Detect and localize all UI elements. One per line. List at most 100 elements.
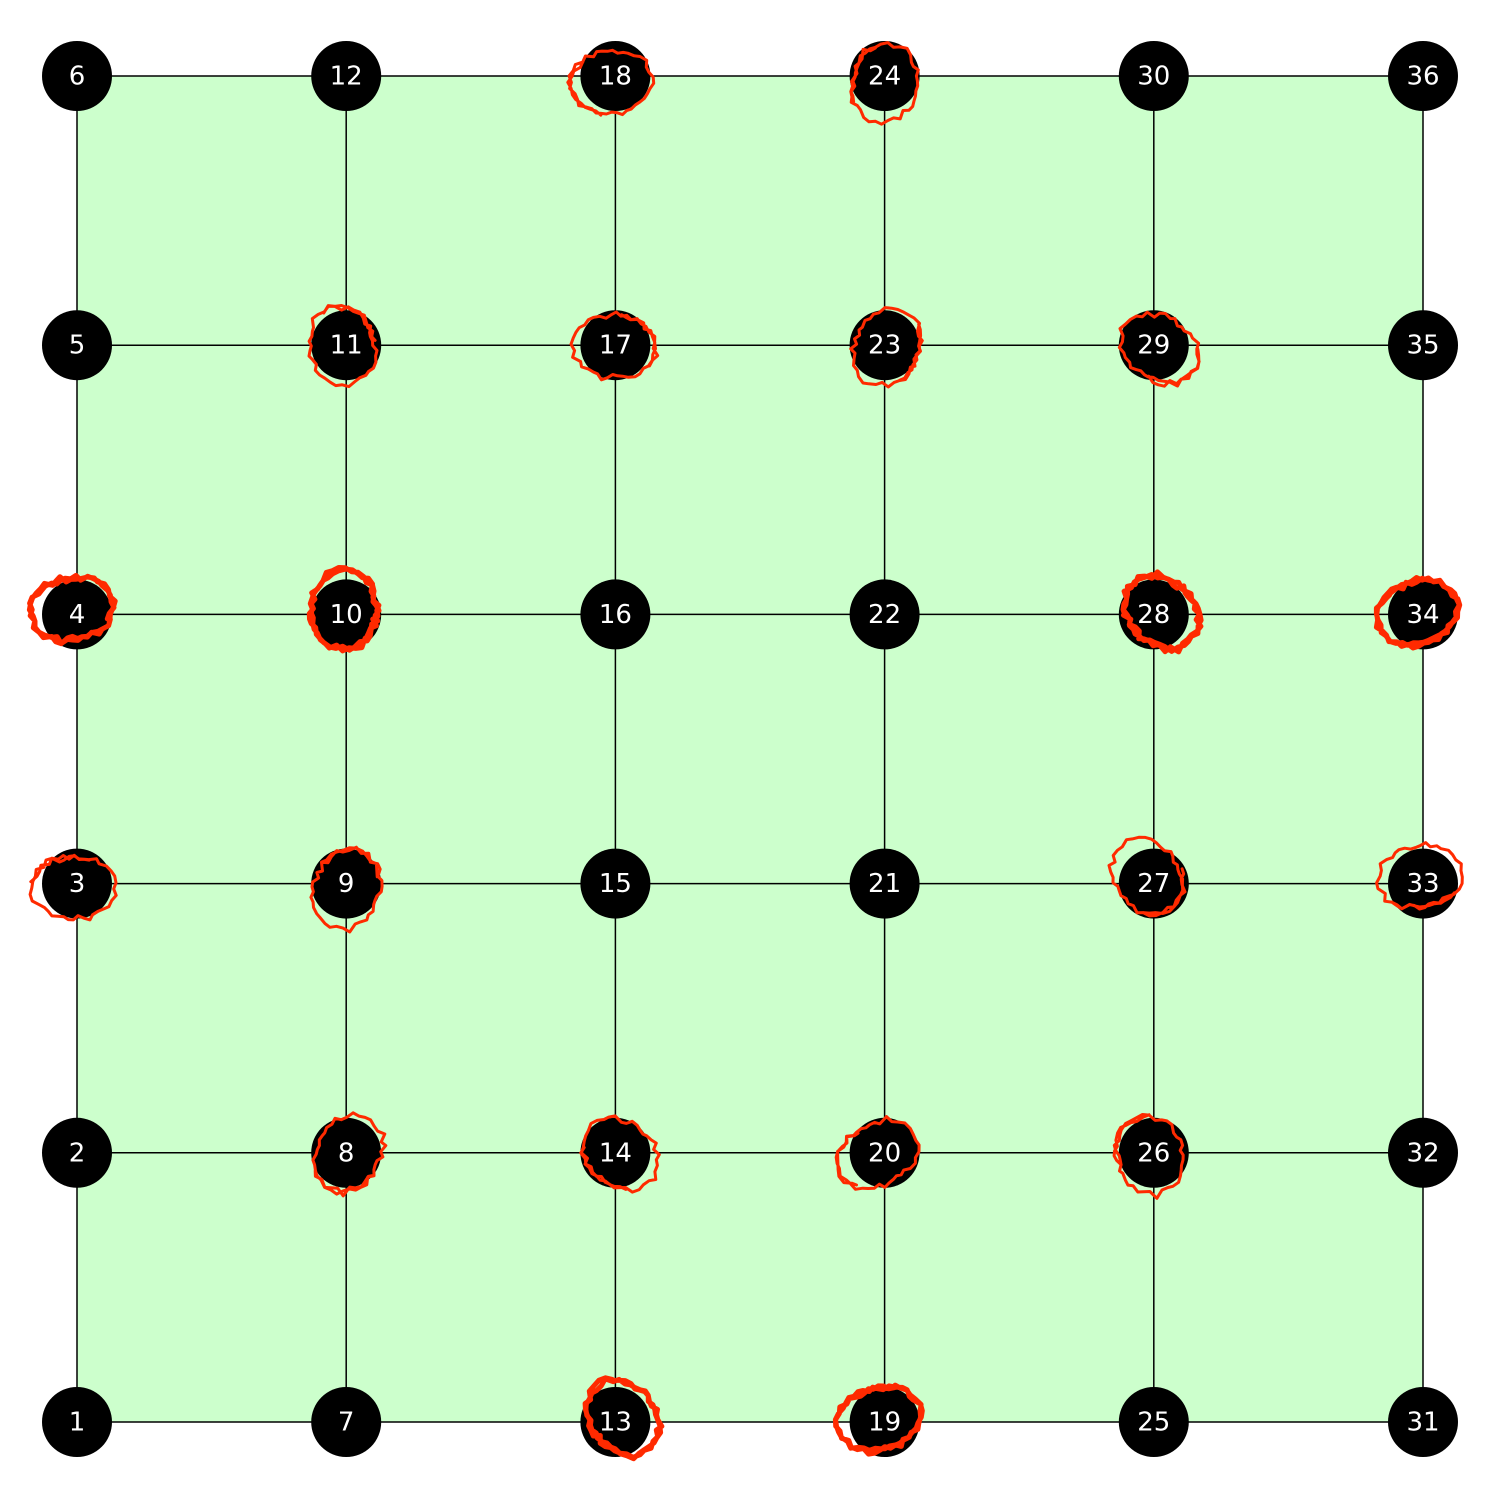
- grid-face: [77, 883, 347, 1154]
- node-circle: [849, 579, 920, 650]
- node-circle: [42, 310, 112, 381]
- node-2: 2: [42, 1117, 112, 1188]
- node-label: 29: [1137, 331, 1170, 361]
- node-circle: [580, 310, 651, 381]
- node-label: 33: [1406, 869, 1439, 899]
- grid-face: [77, 76, 347, 346]
- node-label: 34: [1406, 600, 1439, 630]
- hand-drawn-circle-mark: [1375, 841, 1464, 911]
- node-label: 15: [599, 869, 632, 899]
- node-label: 1: [69, 1408, 86, 1438]
- node-circle: [42, 1387, 112, 1457]
- node-35: 35: [1388, 310, 1458, 381]
- node-circle: [42, 848, 112, 919]
- grid-face: [615, 76, 886, 346]
- node-circle: [1118, 848, 1189, 919]
- grid-face: [346, 1152, 616, 1423]
- hand-drawn-circle-mark: [834, 1115, 921, 1191]
- node-24: 24: [849, 41, 920, 111]
- hand-drawn-circle-mark: [1373, 575, 1463, 651]
- grid-nodes: 1234567891011121314151617181920212223242…: [42, 41, 1458, 1457]
- node-11: 11: [311, 310, 382, 381]
- hand-drawn-circle-mark: [582, 1375, 665, 1462]
- grid-face: [884, 76, 1155, 346]
- node-label: 17: [599, 331, 632, 361]
- hand-drawn-circle-mark: [309, 845, 384, 934]
- node-29: 29: [1118, 310, 1189, 381]
- node-circle: [42, 41, 112, 111]
- node-circle: [1388, 1387, 1458, 1457]
- grid-face: [1153, 345, 1424, 615]
- node-label: 14: [599, 1138, 632, 1168]
- node-label: 25: [1137, 1408, 1170, 1438]
- hand-drawn-circle-mark: [832, 1382, 925, 1457]
- grid-face: [884, 345, 1155, 615]
- node-6: 6: [42, 41, 112, 111]
- node-circle: [1388, 41, 1458, 111]
- grid-face: [77, 345, 347, 615]
- node-label: 12: [330, 62, 363, 92]
- node-label: 8: [338, 1138, 355, 1168]
- hand-drawn-circle-mark: [1120, 569, 1204, 655]
- node-label: 18: [599, 62, 632, 92]
- node-8: 8: [311, 1117, 382, 1188]
- node-12: 12: [311, 41, 382, 111]
- node-1: 1: [42, 1387, 112, 1457]
- node-circle: [311, 310, 382, 381]
- grid-face: [346, 76, 616, 346]
- node-label: 11: [330, 331, 363, 361]
- node-32: 32: [1388, 1117, 1458, 1188]
- node-label: 20: [868, 1138, 901, 1168]
- node-circle: [311, 579, 382, 650]
- node-label: 21: [868, 869, 901, 899]
- grid-face: [615, 614, 886, 885]
- grid-edges: [76, 75, 1424, 1423]
- node-label: 16: [599, 600, 632, 630]
- node-circle: [311, 1117, 382, 1188]
- grid-face: [884, 614, 1155, 885]
- node-label: 3: [69, 869, 86, 899]
- node-17: 17: [580, 310, 651, 381]
- node-circle: [580, 848, 651, 919]
- grid-face: [1153, 614, 1424, 885]
- grid-face: [615, 345, 886, 615]
- grid-face: [346, 345, 616, 615]
- node-label: 35: [1406, 331, 1439, 361]
- hand-drawn-circle-mark: [307, 304, 379, 389]
- grid-face: [346, 883, 616, 1154]
- node-23: 23: [849, 310, 920, 381]
- node-label: 4: [69, 600, 86, 630]
- grid-face: [1153, 1152, 1424, 1423]
- hand-drawn-circle-marks: [26, 41, 1464, 1462]
- node-label: 24: [868, 62, 901, 92]
- grid-face: [1153, 883, 1424, 1154]
- node-label: 32: [1406, 1138, 1439, 1168]
- hand-drawn-circle-mark: [849, 41, 920, 126]
- node-circle: [849, 41, 920, 111]
- grid-face: [77, 1152, 347, 1423]
- hand-drawn-circle-mark: [849, 306, 924, 389]
- node-label: 27: [1137, 869, 1170, 899]
- node-circle: [580, 41, 651, 111]
- hand-drawn-circle-mark: [306, 565, 382, 654]
- hand-drawn-circle-mark: [579, 1114, 661, 1194]
- node-25: 25: [1118, 1387, 1189, 1457]
- node-label: 22: [868, 600, 901, 630]
- node-14: 14: [580, 1117, 651, 1188]
- node-16: 16: [580, 579, 651, 650]
- node-label: 36: [1406, 62, 1439, 92]
- hand-drawn-circle-mark: [311, 1111, 388, 1198]
- node-circle: [1118, 1387, 1189, 1457]
- grid-face: [615, 1152, 886, 1423]
- node-label: 9: [338, 869, 355, 899]
- hand-drawn-circle-mark: [26, 572, 118, 647]
- node-label: 19: [868, 1408, 901, 1438]
- node-circle: [1118, 1117, 1189, 1188]
- node-label: 2: [69, 1138, 86, 1168]
- node-circle: [849, 310, 920, 381]
- node-label: 7: [338, 1408, 355, 1438]
- node-31: 31: [1388, 1387, 1458, 1457]
- node-circle: [1388, 310, 1458, 381]
- node-30: 30: [1118, 41, 1189, 111]
